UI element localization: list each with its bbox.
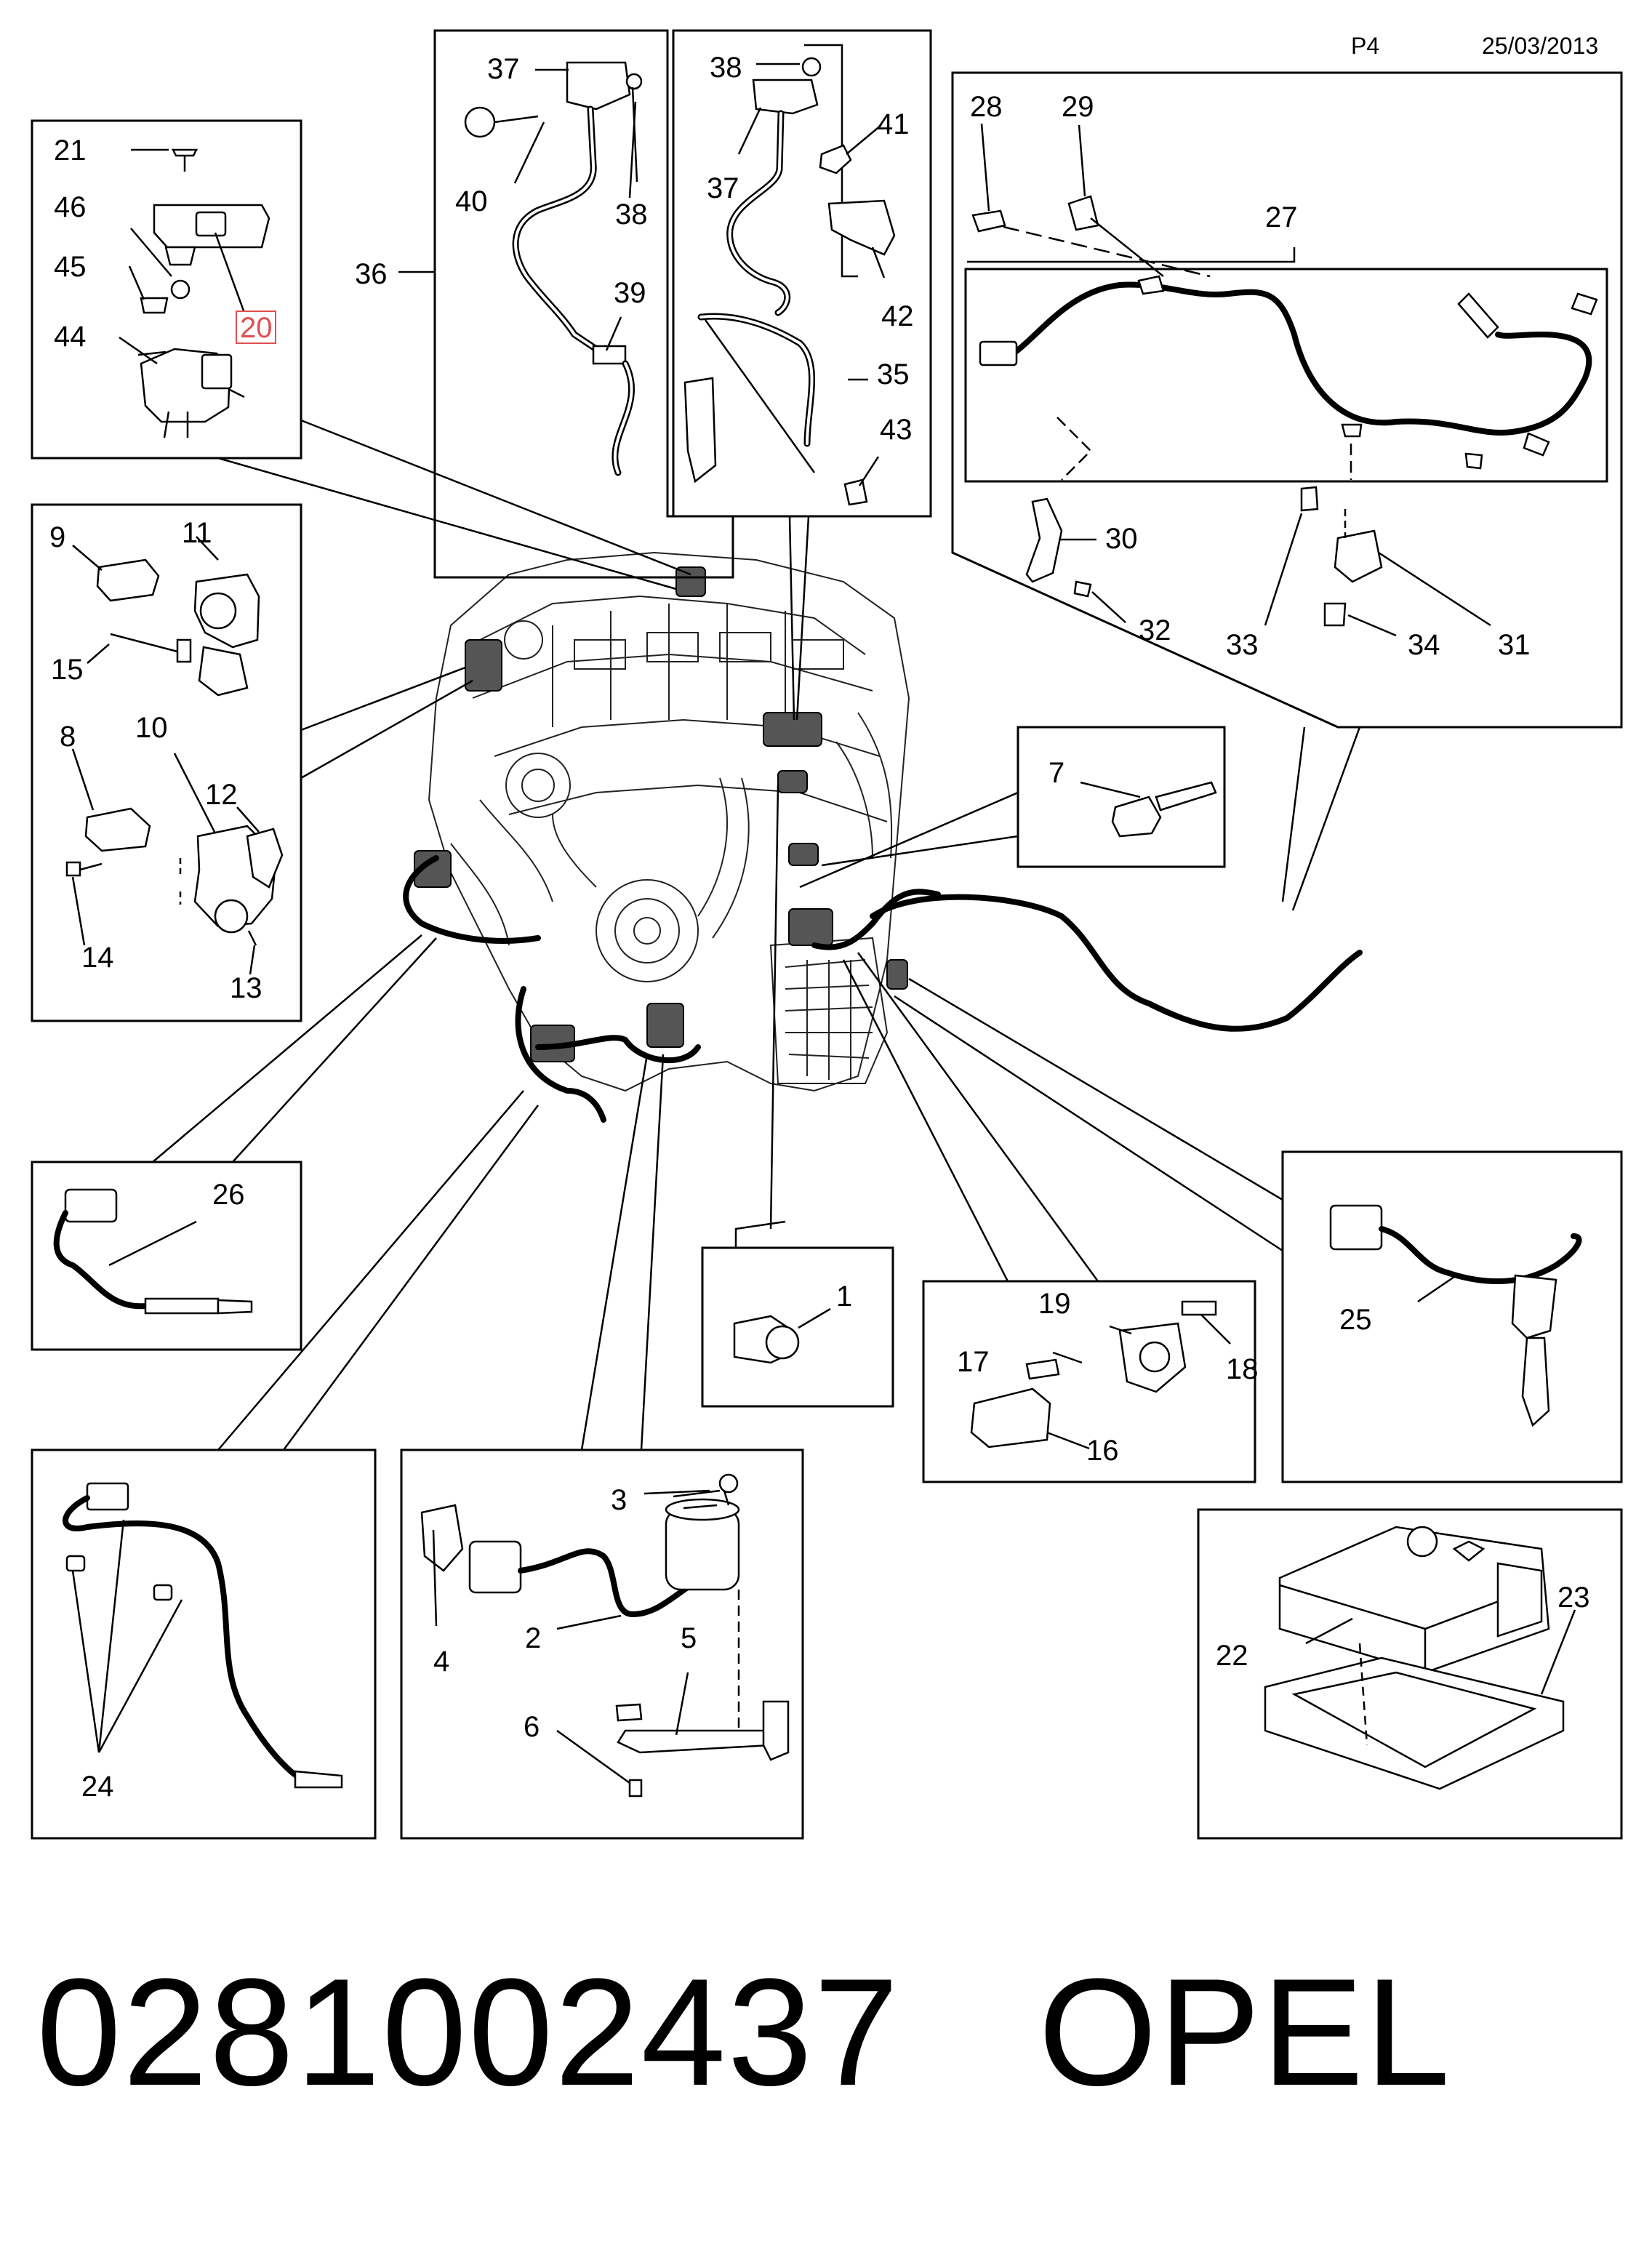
group-egt-sensor-harness: 28 29 27 30 32 33 34 31 <box>951 71 1623 911</box>
callout-24: 24 <box>81 1771 114 1803</box>
box-ecu <box>1197 1508 1623 1840</box>
box-o2-sensor-24 <box>31 1448 377 1840</box>
group-crank-sensor: 19 18 17 16 <box>842 952 1259 1483</box>
callout-10: 10 <box>135 712 168 744</box>
group-egr-pipe-right: 38 37 41 42 35 43 <box>672 29 932 721</box>
diagram-date: 25/03/2013 <box>1482 33 1598 59</box>
callout-23: 23 <box>1557 1582 1590 1614</box>
callout-21: 21 <box>54 135 87 167</box>
callout-6: 6 <box>524 1711 540 1743</box>
callout-29: 29 <box>1062 91 1094 123</box>
callout-22: 22 <box>1216 1640 1248 1672</box>
callout-13: 13 <box>230 972 262 1004</box>
callout-34: 34 <box>1408 629 1440 661</box>
callout-38a: 38 <box>615 199 648 231</box>
group-o2-sensor-24: 24 <box>31 1090 540 1840</box>
callout-46: 46 <box>54 191 87 223</box>
callout-30: 30 <box>1105 523 1138 555</box>
callout-14: 14 <box>81 942 114 974</box>
callout-20: 20 <box>240 312 273 344</box>
group-crank-cam-sensors: 9 11 15 8 10 12 14 13 <box>31 503 473 1022</box>
callout-40: 40 <box>455 185 488 217</box>
box-crank-cam-sensors <box>31 503 302 1022</box>
box-temp-sensor <box>1017 726 1226 868</box>
callout-2: 2 <box>525 1622 541 1654</box>
callout-9: 9 <box>49 521 65 553</box>
callout-35: 35 <box>877 358 910 390</box>
callout-7: 7 <box>1048 757 1064 789</box>
callout-45: 45 <box>54 251 87 283</box>
group-ecu: 22 23 <box>1197 1508 1623 1840</box>
callout-31: 31 <box>1498 629 1531 661</box>
callout-38b: 38 <box>710 52 742 84</box>
box-crank-sensor <box>922 1280 1256 1483</box>
callout-26: 26 <box>212 1179 245 1211</box>
highlight-box-20 <box>236 310 276 344</box>
engine-assembly <box>403 551 1363 1123</box>
callout-42: 42 <box>881 300 914 332</box>
callout-41: 41 <box>877 108 910 140</box>
callout-11: 11 <box>182 517 212 549</box>
box-pressure-sensor <box>701 1246 894 1408</box>
callout-37b: 37 <box>707 172 739 204</box>
callout-17: 17 <box>957 1346 990 1378</box>
group-egr-pipe-left: 37 40 38 39 36 <box>355 29 734 579</box>
page-indicator: P4 <box>1351 33 1379 59</box>
box-egr-pipe-right <box>672 29 932 518</box>
callout-28: 28 <box>970 91 1003 123</box>
callout-36: 36 <box>355 258 388 290</box>
box-map-sensor <box>31 119 302 460</box>
callout-43: 43 <box>880 414 913 446</box>
box-o2-sensor-26 <box>31 1161 302 1351</box>
group-pressure-sensor: 1 <box>701 785 894 1408</box>
callout-4: 4 <box>433 1646 449 1678</box>
callout-32: 32 <box>1139 614 1171 646</box>
group-o2-sensor-26: 26 <box>31 934 437 1351</box>
group-level-sensor: 3 4 2 5 6 <box>400 1054 804 1840</box>
group-o2-sensor-25: 25 <box>894 977 1623 1483</box>
callout-25: 25 <box>1339 1304 1372 1336</box>
group-temp-sensor: 7 <box>799 726 1226 889</box>
callout-27: 27 <box>1265 201 1298 233</box>
callout-37a: 37 <box>487 53 520 85</box>
callout-3: 3 <box>611 1484 627 1516</box>
callout-15: 15 <box>51 654 84 686</box>
callout-12: 12 <box>205 779 238 811</box>
callout-44: 44 <box>54 321 87 353</box>
callout-16: 16 <box>1086 1435 1119 1467</box>
box-level-sensor <box>400 1448 804 1840</box>
callout-8: 8 <box>60 721 76 753</box>
callout-1: 1 <box>836 1281 852 1313</box>
brand-name: OPEL <box>1038 1947 1452 2117</box>
group-map-sensor: 21 46 45 44 20 <box>31 119 691 590</box>
callout-33: 33 <box>1226 629 1259 661</box>
box-o2-sensor-25 <box>1281 1150 1623 1483</box>
callout-19: 19 <box>1038 1288 1071 1320</box>
box-harness-inner <box>964 268 1608 483</box>
callout-5: 5 <box>681 1622 697 1654</box>
callout-39: 39 <box>614 277 646 309</box>
callout-18: 18 <box>1226 1353 1259 1385</box>
part-number: 0281002437 <box>36 1947 900 2117</box>
box-egt-sensor-harness <box>951 71 1623 729</box>
